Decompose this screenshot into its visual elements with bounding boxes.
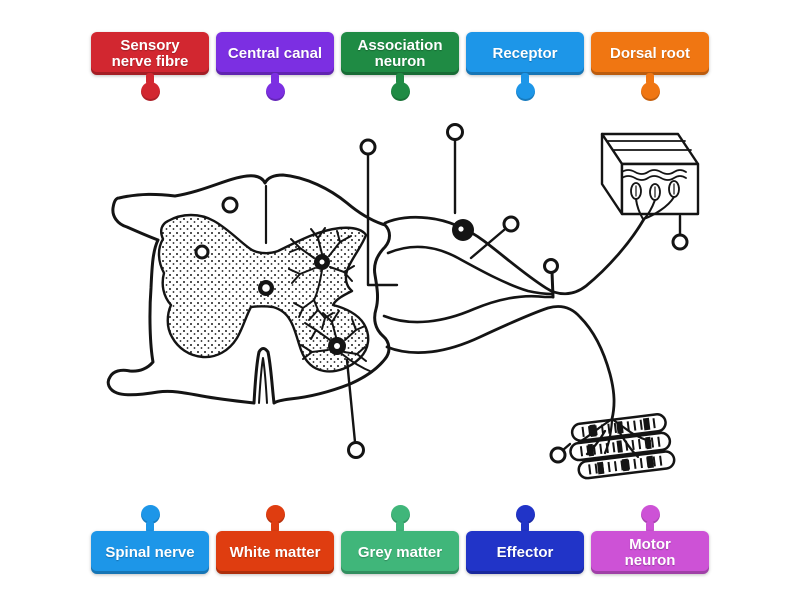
label-pin-head: [390, 82, 410, 101]
draggable-label[interactable]: Effector: [466, 531, 584, 574]
label-cell: White matter: [216, 505, 334, 574]
label-cell: Dorsal root: [591, 32, 709, 101]
ventral-root-and-motor-fibre: [382, 270, 616, 421]
label-cell: Central canal: [216, 32, 334, 101]
label-pin-head: [515, 505, 535, 524]
label-pin-head: [265, 82, 285, 101]
receptor-endings: [630, 180, 680, 201]
draggable-label[interactable]: Receptor: [466, 32, 584, 75]
label-cell: Spinal nerve: [91, 505, 209, 574]
label-pin-stem: [271, 521, 279, 533]
label-pin-head: [640, 505, 660, 524]
label-pin-head: [640, 82, 660, 101]
top-label-row: Sensory nerve fibre Central canal Associ…: [91, 32, 709, 101]
answer-point[interactable]: [446, 123, 464, 141]
label-pin-stem: [146, 73, 154, 85]
receptor-skin-block: [600, 132, 700, 220]
draggable-label[interactable]: Motor neuron: [591, 531, 709, 574]
motor-nerve-branches: [577, 417, 652, 459]
label-pin-head: [515, 82, 535, 101]
draggable-label[interactable]: Spinal nerve: [91, 531, 209, 574]
answer-point[interactable]: [543, 258, 559, 274]
label-cell: Receptor: [466, 32, 584, 101]
answer-points: [194, 123, 689, 464]
answer-point[interactable]: [549, 446, 567, 464]
spinal-nerve-junction: [550, 270, 555, 299]
draggable-label[interactable]: Dorsal root: [591, 32, 709, 75]
answer-point[interactable]: [359, 138, 377, 156]
label-cell: Association neuron: [341, 32, 459, 101]
effector-muscle: [569, 413, 676, 480]
dorsal-root-and-sensory-fibre: [383, 215, 646, 296]
label-pin-stem: [646, 73, 654, 85]
answer-point[interactable]: [347, 441, 365, 459]
answer-point[interactable]: [502, 215, 520, 233]
label-cell: Motor neuron: [591, 505, 709, 574]
spinal-cord-cross-section: [106, 173, 391, 405]
label-pin-stem: [146, 521, 154, 533]
label-pin-stem: [646, 521, 654, 533]
label-cell: Sensory nerve fibre: [91, 32, 209, 101]
label-pin-stem: [396, 521, 404, 533]
label-pin-stem: [396, 73, 404, 85]
label-pin-head: [265, 505, 285, 524]
draggable-label[interactable]: Association neuron: [341, 32, 459, 75]
draggable-label[interactable]: Central canal: [216, 32, 334, 75]
answer-point[interactable]: [194, 244, 210, 260]
label-pin-head: [390, 505, 410, 524]
answer-point[interactable]: [671, 233, 689, 251]
label-pin-head: [140, 82, 160, 101]
draggable-label[interactable]: White matter: [216, 531, 334, 574]
label-pin-head: [140, 505, 160, 524]
motor-neuron: [300, 310, 373, 373]
answer-point[interactable]: [221, 196, 239, 214]
label-pin-stem: [521, 521, 529, 533]
draggable-label[interactable]: Sensory nerve fibre: [91, 32, 209, 75]
label-cell: Effector: [466, 505, 584, 574]
label-pin-stem: [521, 73, 529, 85]
association-neuron: [288, 227, 355, 330]
bottom-label-row: Spinal nerve White matter Grey matter Ef…: [91, 505, 709, 574]
draggable-label[interactable]: Grey matter: [341, 531, 459, 574]
leader-lines: [345, 138, 682, 452]
label-pin-stem: [271, 73, 279, 85]
label-cell: Grey matter: [341, 505, 459, 574]
